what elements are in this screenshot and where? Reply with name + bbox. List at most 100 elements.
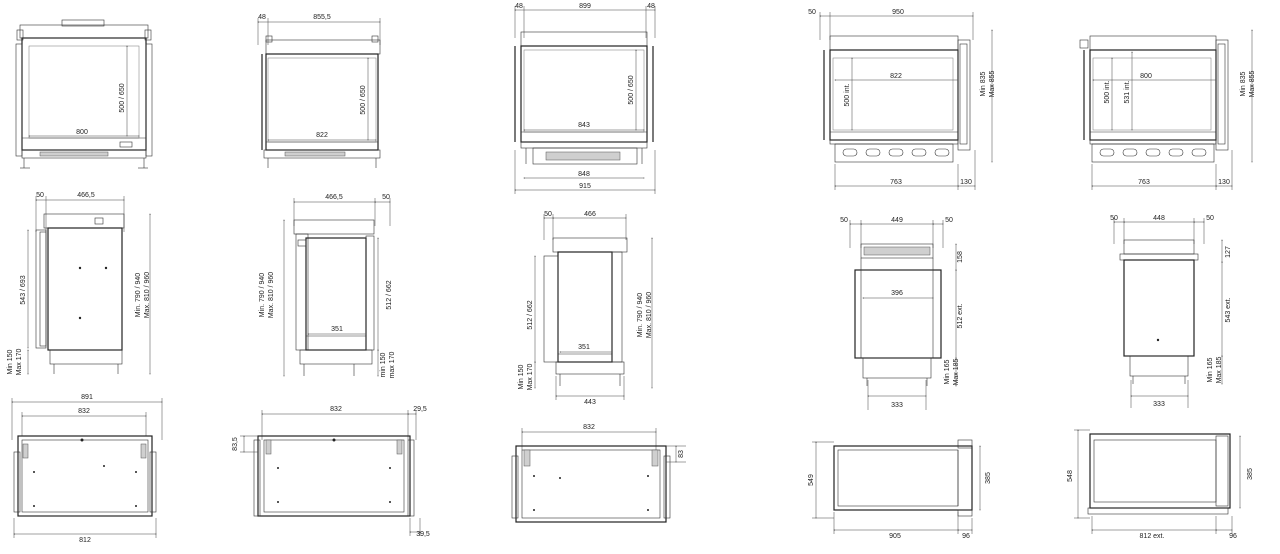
r2v5-offset-left: 50 xyxy=(1110,215,1118,222)
side-view-3 xyxy=(534,214,653,400)
r2v4-top-height: 158 xyxy=(957,251,964,263)
r2v4-offset-left: 50 xyxy=(840,217,848,224)
r1v4-total-height-min: Min 835 xyxy=(980,71,987,96)
top-view-5 xyxy=(1074,429,1241,534)
front-view-1 xyxy=(15,19,153,169)
r2v1-total-min: Min. 790 / 940 xyxy=(135,273,142,317)
r2v5-leg-min: Min 165 xyxy=(1207,357,1214,382)
r2v5-offset-right: 50 xyxy=(1206,215,1214,222)
r1v4-left-offset: 50 xyxy=(808,9,816,16)
r2v3-depth: 466 xyxy=(584,211,596,218)
front-view-5 xyxy=(1079,29,1253,190)
r3v4-side-depth: 96 xyxy=(962,533,970,540)
r2v3-total-max: Max. 810 / 960 xyxy=(646,292,653,338)
r1v5-height-b: 531 int. xyxy=(1124,80,1131,103)
r1v2-left-offset: 48 xyxy=(258,14,266,21)
r3v4-inner-depth: 385 xyxy=(985,472,992,484)
r1v2-outer-width: 855,5 xyxy=(313,14,331,21)
r2v4-inner-width: 396 xyxy=(891,290,903,297)
r1v4-base-width: 763 xyxy=(890,179,902,186)
front-view-4 xyxy=(819,12,993,190)
r1v2-height: 500 / 650 xyxy=(360,85,367,114)
top-view-4 xyxy=(812,439,981,534)
r2v1-height: 543 / 693 xyxy=(20,275,27,304)
r1v5-total-height-max: Max 855 xyxy=(1249,70,1256,97)
r1v4-side-depth: 130 xyxy=(960,179,972,186)
r1v1-width: 800 xyxy=(76,129,88,136)
r3v3-width: 832 xyxy=(583,424,595,431)
side-view-2 xyxy=(283,198,391,377)
r3v1-width: 832 xyxy=(78,408,90,415)
r1v2-width: 822 xyxy=(316,132,328,139)
r1v4-outer-width: 950 xyxy=(892,9,904,16)
r1v5-total-height-min: Min 835 xyxy=(1240,71,1247,96)
r2v1-leg-max: Max 170 xyxy=(16,348,23,375)
r1v5-height-a: 500 int. xyxy=(1104,80,1111,103)
r2v3-inner-width: 351 xyxy=(578,344,590,351)
side-view-5 xyxy=(1113,218,1223,408)
r3v5-side-depth: 96 xyxy=(1229,533,1237,540)
r1v5-base-width: 763 xyxy=(1138,179,1150,186)
r2v2-leg-max: max 170 xyxy=(389,351,396,378)
r3v4-width: 905 xyxy=(889,533,901,540)
r3v1-base-width: 812 xyxy=(79,537,91,544)
r3v4-depth: 549 xyxy=(808,474,815,486)
r3v1-outer-width: 891 xyxy=(81,394,93,401)
r1v3-left-offset: 48 xyxy=(515,3,523,10)
r2v5-base-width: 333 xyxy=(1153,401,1165,408)
top-view-2 xyxy=(240,410,421,536)
r2v4-base-width: 333 xyxy=(891,402,903,409)
r2v4-height: 512 ext. xyxy=(957,303,964,328)
r2v1-total-max: Max. 810 / 960 xyxy=(144,272,151,318)
r2v1-depth: 466,5 xyxy=(77,192,95,199)
r1v4-height: 500 int. xyxy=(844,83,851,106)
r1v3-height: 500 / 650 xyxy=(628,75,635,104)
r2v5-height: 543 ext. xyxy=(1225,297,1232,322)
r1v3-total-width: 915 xyxy=(579,183,591,190)
r3v3-side-depth: 83 xyxy=(678,450,685,458)
r1v3-outer-width: 899 xyxy=(579,3,591,10)
r2v1-leg-min: Min 150 xyxy=(7,349,14,374)
r2v3-offset: 50 xyxy=(544,211,552,218)
r2v5-top-height: 127 xyxy=(1225,246,1232,258)
r3v5-depth: 548 xyxy=(1067,470,1074,482)
r2v3-total-min: Min. 790 / 940 xyxy=(637,293,644,337)
r1v3-width: 843 xyxy=(578,122,590,129)
r3v5-inner-depth: 385 xyxy=(1247,468,1254,480)
r1v5-width: 800 xyxy=(1140,73,1152,80)
r1v5-side-depth: 130 xyxy=(1218,179,1230,186)
r3v2-width: 832 xyxy=(330,406,342,413)
r2v5-depth: 448 xyxy=(1153,215,1165,222)
r2v2-offset: 50 xyxy=(382,194,390,201)
top-view-1 xyxy=(11,398,163,538)
r2v2-inner-width: 351 xyxy=(331,326,343,333)
r2v2-height: 512 / 662 xyxy=(386,280,393,309)
r2v4-leg-min: Min 165 xyxy=(944,359,951,384)
r2v4-offset-right: 50 xyxy=(945,217,953,224)
r2v3-height: 512 / 662 xyxy=(527,300,534,329)
r2v4-leg-max: Max 185 xyxy=(953,358,960,385)
r1v1-height: 500 / 650 xyxy=(119,83,126,112)
r2v3-base-width: 443 xyxy=(584,399,596,406)
r2v1-offset: 50 xyxy=(36,192,44,199)
r2v5-leg-max: Max 185 xyxy=(1216,356,1223,383)
r2v4-depth: 449 xyxy=(891,217,903,224)
r1v4-width: 822 xyxy=(890,73,902,80)
r3v5-width: 812 ext. xyxy=(1140,533,1165,540)
r1v4-total-height-max: Max 855 xyxy=(989,70,996,97)
r3v2-rear-offset: 39,5 xyxy=(416,531,430,538)
r2v3-leg-min: Min 150 xyxy=(518,364,525,389)
r2v2-total-min: Min. 790 / 940 xyxy=(259,273,266,317)
r2v2-total-max: Max. 810 / 960 xyxy=(268,272,275,318)
front-view-2 xyxy=(257,18,381,168)
r2v2-depth: 466,5 xyxy=(325,194,343,201)
front-view-3 xyxy=(514,6,656,194)
r3v2-side-depth: 83,5 xyxy=(232,437,239,451)
side-view-4 xyxy=(849,220,957,410)
r1v3-base-width: 848 xyxy=(578,171,590,178)
top-view-3 xyxy=(511,428,686,523)
r2v2-leg-min: min 150 xyxy=(380,352,387,377)
r2v3-leg-max: Max 170 xyxy=(527,363,534,390)
r1v3-right-offset: 48 xyxy=(647,3,655,10)
